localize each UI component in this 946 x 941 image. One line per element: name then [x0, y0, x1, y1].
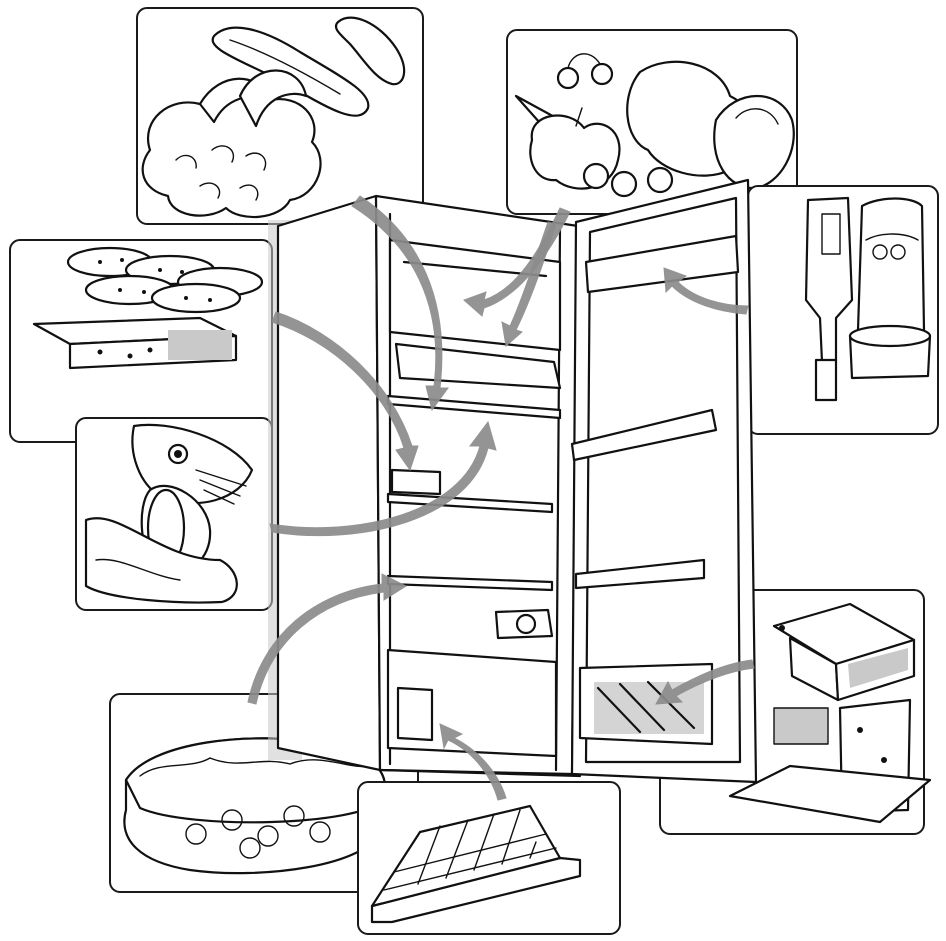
- refrigerator-door: [570, 178, 758, 784]
- arrow-cake: [247, 573, 408, 705]
- sausage-cheese-icon: [32, 246, 264, 370]
- cake-icon: [123, 737, 386, 875]
- placement-arrows: [247, 195, 755, 801]
- bottle-jar-icon: [804, 196, 932, 402]
- fruit-icon: [514, 53, 795, 198]
- cauliflower-cucumber-icon: [141, 16, 406, 219]
- arrow-cold-cuts: [271, 311, 419, 472]
- arrow-bottles: [663, 267, 749, 315]
- panel-ice-tray: [357, 781, 621, 935]
- panel-fruit: [506, 29, 798, 215]
- arrow-fish: [269, 420, 497, 537]
- panel-cold-cuts: [9, 239, 273, 443]
- panel-bottles: [747, 185, 939, 435]
- butter-cheese-icon: [728, 602, 932, 824]
- fish-icon: [84, 423, 254, 604]
- arrow-vegetables: [351, 195, 449, 412]
- arrow-fruit: [463, 207, 571, 317]
- panel-vegetables: [136, 7, 424, 225]
- arrow-ice-tray: [439, 723, 507, 801]
- ice-tray-icon: [370, 804, 582, 924]
- panel-fish: [75, 417, 273, 611]
- arrow-butter-cheese: [655, 659, 755, 705]
